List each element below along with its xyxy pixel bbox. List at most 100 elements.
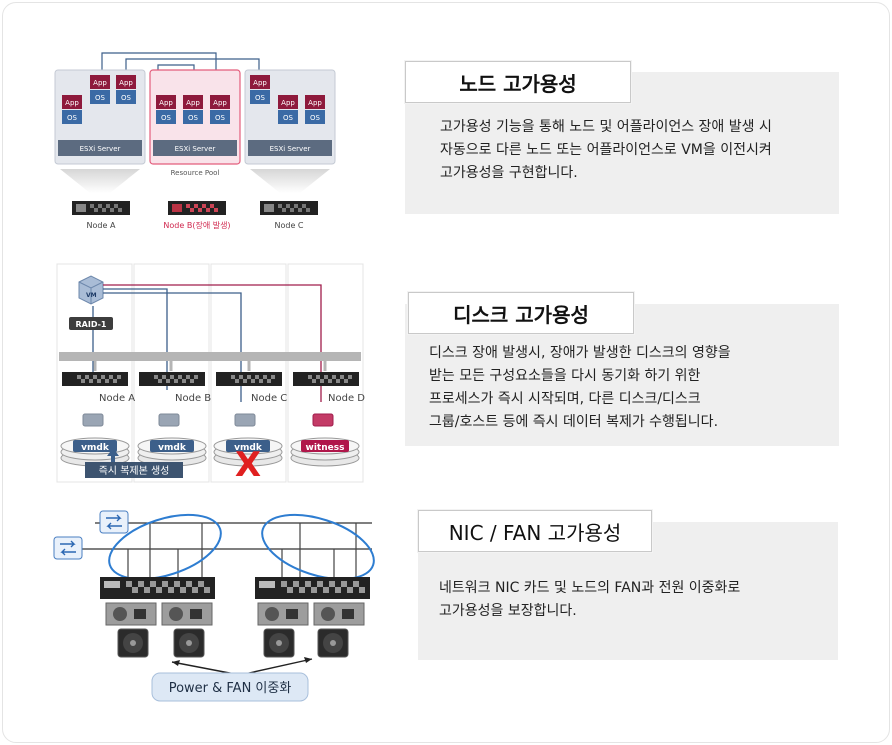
svg-text:OS: OS: [95, 94, 106, 102]
node-ha-diagram: ESXi Server ESXi Server ESXi Server App …: [54, 52, 336, 230]
node-ha-title: 노드 고가용성: [405, 61, 631, 103]
fan-icon: [173, 628, 205, 658]
server-chassis: [255, 577, 370, 599]
node-label: Node B: [175, 393, 211, 404]
fan-icon: [263, 628, 295, 658]
disk-arrow-icon: [82, 413, 104, 427]
replica-label: 즉시 복제본 생성: [99, 465, 170, 477]
power-supply: [161, 602, 213, 626]
svg-text:App: App: [159, 99, 173, 107]
disk-stack: vmdk: [60, 437, 130, 467]
resource-pool-label: Resource Pool: [171, 169, 220, 177]
redundancy-arrow: [239, 658, 313, 676]
server-label: ESXi Server: [175, 145, 216, 153]
server-bar: [248, 140, 332, 156]
node-ha-description: 고가용성 기능을 통해 노드 및 어플라이언스 장애 발생 시 자동으로 다른 …: [440, 116, 772, 185]
vm-block: App OS: [90, 75, 110, 104]
svg-text:vmdk: vmdk: [234, 443, 263, 453]
fan-icon: [117, 628, 149, 658]
hardware-node-b: [168, 201, 226, 215]
disk-ha-line: 그룹/호스트 등에 즉시 데이터 복제가 수행됩니다.: [429, 414, 719, 430]
migration-link: [101, 52, 217, 71]
svg-text:OS: OS: [310, 114, 321, 122]
replica-badge: [85, 462, 183, 478]
svg-text:OS: OS: [255, 94, 266, 102]
nic-redundancy-ellipse: [108, 513, 222, 581]
svg-text:App: App: [281, 99, 295, 107]
nic-ha-line: 네트워크 NIC 카드 및 노드의 FAN과 전원 이중화로: [439, 580, 741, 596]
power-supply: [257, 602, 309, 626]
redundancy-label: Power & FAN 이중화: [169, 681, 292, 696]
svg-text:OS: OS: [121, 94, 132, 102]
vm-block: App OS: [156, 95, 176, 124]
switch-icon: [53, 536, 83, 560]
svg-text:VM: VM: [86, 292, 97, 299]
failure-x-mark: X: [235, 445, 261, 484]
disk-stack-witness: witness: [290, 437, 360, 467]
node-ha-line: 고가용성 기능을 통해 노드 및 어플라이언스 장애 발생 시: [440, 119, 772, 135]
vm-block: App OS: [278, 95, 298, 124]
nic-ha-description: 네트워크 NIC 카드 및 노드의 FAN과 전원 이중화로 고가용성을 보장합…: [439, 577, 740, 623]
svg-text:vmdk: vmdk: [158, 443, 187, 453]
funnel-arrow: [60, 169, 140, 193]
node-server: [62, 372, 128, 386]
nic-ha-title: NIC / FAN 고가용성: [418, 510, 652, 552]
nic-ha-diagram: Power & FAN 이중화: [53, 510, 375, 702]
raid-label: RAID-1: [75, 320, 106, 329]
disk-ha-title: 디스크 고가용성: [408, 292, 634, 334]
vm-block: App OS: [62, 95, 82, 124]
node-label: Node D: [328, 393, 365, 404]
node-server: [216, 372, 282, 386]
node-label: Node A: [99, 393, 135, 404]
migration-link: [125, 58, 260, 71]
disk-ha-diagram: VM RAID-1 Node A Node B Node C Node D: [56, 263, 365, 484]
power-supply: [105, 602, 157, 626]
disk-ha-description: 디스크 장애 발생시, 장애가 발생한 디스크의 영향을 받는 모든 구성요소들…: [429, 342, 731, 434]
node-ha-line: 자동으로 다른 노드 또는 어플라이언스로 VM을 이전시켜: [440, 142, 772, 158]
server-chassis: [100, 577, 215, 599]
hardware-node-a: [72, 201, 130, 215]
hardware-node-c: [260, 201, 318, 215]
server-label: ESXi Server: [270, 145, 311, 153]
network-bar: [59, 352, 361, 361]
svg-text:OS: OS: [188, 114, 199, 122]
svg-text:OS: OS: [161, 114, 172, 122]
vm-block: App OS: [250, 75, 270, 104]
node-label-failed: Node B(장애 발생): [163, 220, 230, 230]
server-bar: [153, 140, 237, 156]
vm-block: App OS: [305, 95, 325, 124]
svg-text:witness: witness: [306, 443, 345, 453]
disk-arrow-icon: [234, 413, 256, 427]
power-supply: [313, 602, 365, 626]
node-label: Node C: [274, 221, 303, 230]
fan-icon: [317, 628, 349, 658]
svg-text:OS: OS: [67, 114, 78, 122]
svg-text:App: App: [213, 99, 227, 107]
disk-stack-failed: vmdk: [213, 437, 283, 467]
svg-text:App: App: [308, 99, 322, 107]
node-label: Node C: [251, 393, 287, 404]
nic-ha-line: 고가용성을 보장합니다.: [439, 603, 577, 619]
disk-arrow-icon: [158, 413, 180, 427]
raid-badge: [69, 317, 113, 330]
svg-text:App: App: [186, 99, 200, 107]
vm-icon: VM: [78, 275, 104, 305]
disk-ha-line: 프로세스가 즉시 시작되며, 다른 디스크/디스크: [429, 391, 701, 407]
disk-ha-card: 디스크 장애 발생시, 장애가 발생한 디스크의 영향을 받는 모든 구성요소들…: [405, 304, 839, 446]
replica-arrow: [107, 448, 119, 462]
svg-text:vmdk: vmdk: [81, 443, 110, 453]
redundancy-badge: [151, 672, 309, 702]
node-label: Node A: [87, 221, 116, 230]
node-ha-line: 고가용성을 구현합니다.: [440, 165, 578, 181]
witness-arrow-icon: [312, 413, 334, 427]
svg-text:App: App: [119, 79, 133, 87]
server-label: ESXi Server: [80, 145, 121, 153]
switch-icon: [99, 510, 129, 534]
server-bar: [58, 140, 142, 156]
vm-block: App OS: [116, 75, 136, 104]
nic-redundancy-ellipse: [261, 513, 375, 581]
replica-link: [103, 292, 242, 402]
disk-stack: vmdk: [137, 437, 207, 467]
node-server: [293, 372, 359, 386]
svg-text:App: App: [253, 79, 267, 87]
